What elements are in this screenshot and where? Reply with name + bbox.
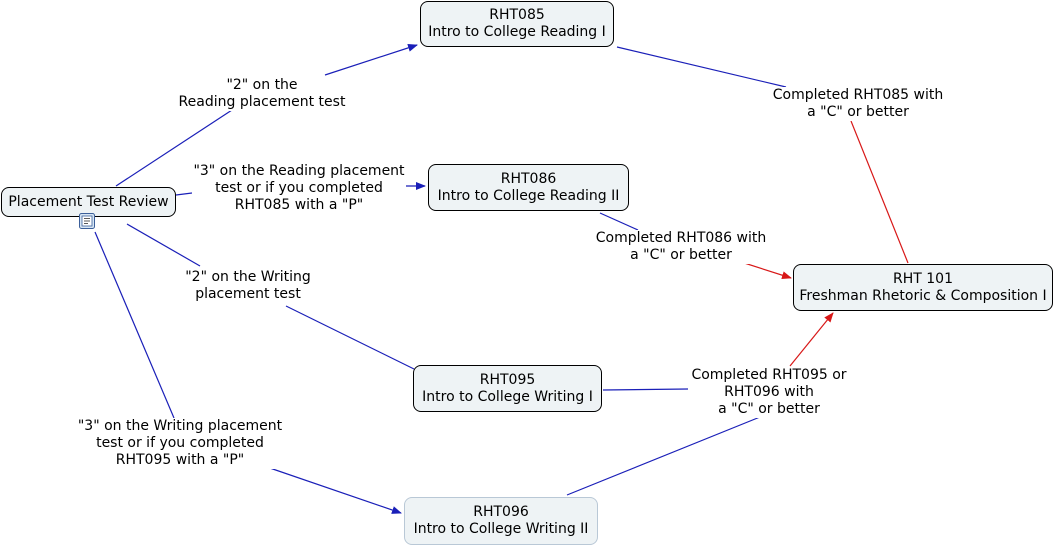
link-label-line: "2" on the <box>226 77 298 93</box>
link-label-line: "3" on the Writing placement <box>77 418 283 434</box>
link-label-line: a "C" or better <box>807 104 909 120</box>
link-label-reading2: "2" on the Reading placement test <box>177 77 347 111</box>
arrow-writing3-to-rht096 <box>263 465 402 514</box>
link-label-line: "2" on the Writing <box>185 269 311 285</box>
node-rht086-title: Intro to College Reading II <box>437 187 620 204</box>
link-label-completed-rht085: Completed RHT085 with a "C" or better <box>768 87 948 121</box>
link-placement-to-writing2 <box>126 223 201 267</box>
link-label-line: Completed RHT086 with <box>595 230 767 246</box>
link-rht086-to-comp086 <box>599 212 639 231</box>
node-rht101[interactable]: RHT 101 Freshman Rhetoric & Composition … <box>793 264 1053 311</box>
link-label-completed-rht095: Completed RHT095 or RHT096 with a "C" or… <box>688 367 850 418</box>
link-label-line: test or if you completed <box>96 435 264 451</box>
node-rht086[interactable]: RHT086 Intro to College Reading II <box>428 164 629 211</box>
link-label-line: Completed RHT085 with <box>772 87 944 103</box>
link-label-line: test or if you completed <box>215 180 383 196</box>
link-rht085-to-comp085 <box>616 46 787 88</box>
node-placement-label: Placement Test Review <box>8 193 169 210</box>
node-rht086-code: RHT086 <box>500 170 557 187</box>
node-rht096-code: RHT096 <box>473 504 529 520</box>
link-label-line: RHT095 with a "P" <box>115 452 245 468</box>
node-rht085-title: Intro to College Reading I <box>428 24 606 40</box>
link-label-line: placement test <box>195 286 301 302</box>
node-placement-test-review[interactable]: Placement Test Review <box>1 187 176 217</box>
link-placement-to-reading2 <box>115 109 233 187</box>
link-placement-to-reading3 <box>175 192 193 196</box>
arrow-comp095-to-rht101 <box>789 312 834 367</box>
document-icon[interactable] <box>79 213 95 229</box>
link-label-line: Reading placement test <box>178 94 346 110</box>
node-rht096[interactable]: RHT096 Intro to College Writing II <box>404 497 598 545</box>
node-rht095-code: RHT095 <box>479 371 536 388</box>
node-rht085-code: RHT085 <box>489 7 545 23</box>
node-rht095-title: Intro to College Writing I <box>422 388 593 405</box>
link-label-writing3: "3" on the Writing placement test or if … <box>72 418 288 469</box>
link-label-line: RHT096 with <box>724 384 814 400</box>
link-rht095-to-comp095 <box>602 388 689 391</box>
link-label-line: RHT085 with a "P" <box>234 197 364 213</box>
link-writing2-to-rht095 <box>285 305 415 370</box>
node-rht101-title: Freshman Rhetoric & Composition I <box>799 287 1047 304</box>
link-label-reading3: "3" on the Reading placement test or if … <box>192 163 406 214</box>
node-rht095[interactable]: RHT095 Intro to College Writing I <box>413 365 602 412</box>
link-rht096-to-comp095 <box>566 416 761 496</box>
link-label-line: a "C" or better <box>718 401 820 417</box>
arrow-reading2-to-rht085 <box>324 43 418 76</box>
link-label-line: "3" on the Reading placement <box>193 163 405 179</box>
node-rht085[interactable]: RHT085 Intro to College Reading I <box>420 1 614 47</box>
link-label-completed-rht086: Completed RHT086 with a "C" or better <box>591 230 771 264</box>
link-label-line: Completed RHT095 or <box>691 367 847 383</box>
link-label-line: a "C" or better <box>630 247 732 263</box>
link-placement-to-writing3 <box>94 231 175 419</box>
arrow-comp085-to-rht101 <box>850 120 909 264</box>
link-label-writing2: "2" on the Writing placement test <box>178 269 318 303</box>
node-rht101-code: RHT 101 <box>893 270 953 287</box>
node-rht096-title: Intro to College Writing II <box>413 521 589 537</box>
